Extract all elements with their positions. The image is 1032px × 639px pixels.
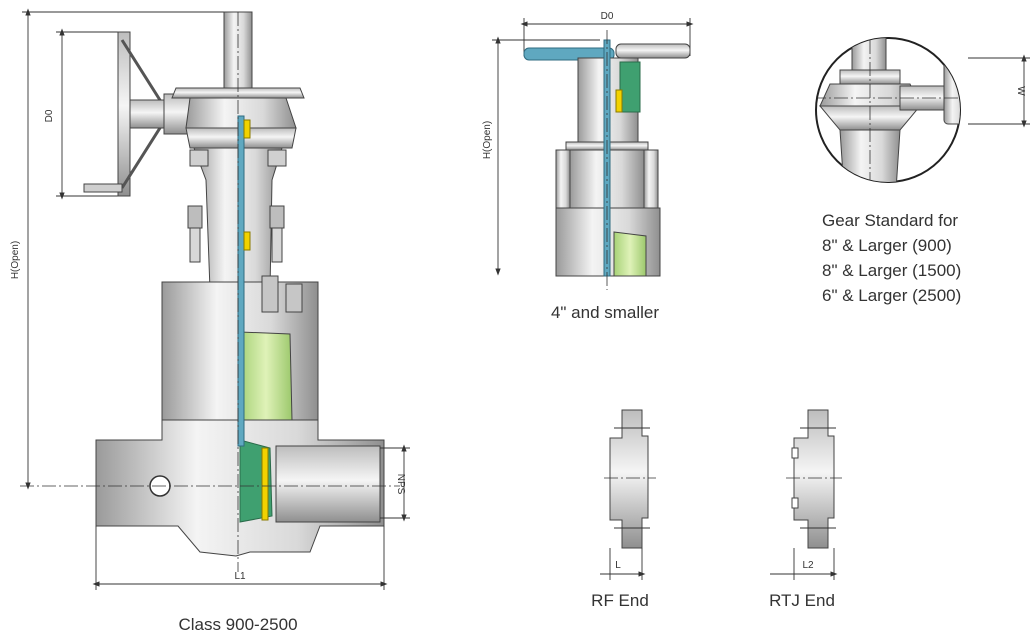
main-caption: Class 900-2500	[178, 615, 297, 634]
rf-caption: RF End	[591, 591, 649, 610]
gear-note-line-4: 6" & Larger (2500)	[822, 286, 961, 305]
gear-note-line-3: 8" & Larger (1500)	[822, 261, 961, 280]
rf-end-detail: L RF End	[591, 409, 656, 610]
rtj-l2-label: L2	[802, 560, 814, 571]
gear-note: Gear Standard for 8" & Larger (900) 8" &…	[822, 211, 961, 305]
main-valve: H(Open) D0	[10, 8, 410, 634]
small-caption: 4" and smaller	[551, 303, 659, 322]
gear-note-line-1: Gear Standard for	[822, 211, 958, 230]
yoke-bolts	[187, 205, 285, 263]
small-d0-label: D0	[601, 11, 614, 22]
handwheel	[83, 31, 195, 197]
main-h-open-label: H(Open)	[10, 241, 21, 279]
main-l1-label: L1	[234, 571, 246, 582]
gear-w-label: W	[1015, 86, 1026, 96]
rf-flange	[609, 409, 649, 549]
bonnet-cavity	[239, 331, 293, 429]
small-valve: D0 H(Open) 4" and smaller	[482, 11, 694, 322]
rtj-end-detail: L2 RTJ End	[769, 409, 842, 610]
rtj-flange	[793, 409, 835, 549]
gear-detail: W	[815, 37, 1030, 183]
small-handle-right	[615, 43, 691, 59]
rf-l-label: L	[615, 560, 621, 571]
valve-stem	[237, 115, 245, 447]
main-d0-label: D0	[44, 109, 55, 122]
small-h-open-label: H(Open)	[482, 121, 493, 159]
rtj-caption: RTJ End	[769, 591, 835, 610]
main-nps-label: NPS	[395, 474, 406, 495]
gear-note-line-2: 8" & Larger (900)	[822, 236, 952, 255]
small-handle-left	[523, 47, 615, 61]
